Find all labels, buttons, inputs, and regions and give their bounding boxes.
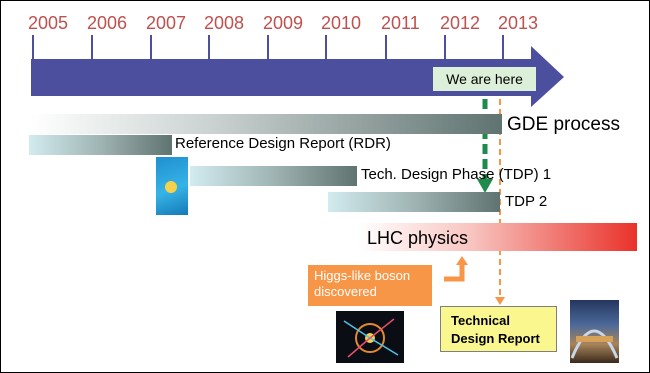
rdr-label: Reference Design Report (RDR) xyxy=(175,135,391,152)
rdr-bar xyxy=(29,135,172,155)
tick-2007 xyxy=(150,35,152,59)
accelerator-tunnel-image xyxy=(570,300,619,363)
tdp2-bar xyxy=(328,192,500,212)
event-track-2 xyxy=(369,337,399,356)
event-track-3 xyxy=(369,318,395,339)
tick-2009 xyxy=(267,35,269,59)
tdp1-bar xyxy=(190,166,357,186)
timeline-arrow-shape xyxy=(31,46,564,107)
year-2007: 2007 xyxy=(146,13,187,33)
year-2011: 2011 xyxy=(381,13,420,33)
tunnel-arc xyxy=(570,329,619,359)
year-2009: 2009 xyxy=(263,13,304,33)
event-track-1 xyxy=(343,320,371,339)
higgs-arrow xyxy=(444,263,465,282)
year-2012: 2012 xyxy=(440,13,481,33)
technical-design-report-box: Technical Design Report xyxy=(440,306,557,352)
gde-process-label: GDE process xyxy=(507,114,620,135)
we-are-here-callout: We are here xyxy=(433,67,536,91)
tick-2005 xyxy=(32,35,34,59)
tick-2008 xyxy=(208,35,210,59)
tdp2-label: TDP 2 xyxy=(505,193,548,210)
orange-arrow-head xyxy=(495,297,505,305)
rdr-cover-image xyxy=(156,157,188,215)
tick-2011 xyxy=(385,35,387,59)
event-display-graphic xyxy=(343,318,399,358)
event-track-4 xyxy=(347,337,371,358)
tick-2012 xyxy=(444,35,446,59)
tdp1-label: Tech. Design Phase (TDP) 1 xyxy=(361,166,552,183)
tick-2006 xyxy=(91,35,93,59)
tick-2010 xyxy=(325,35,327,59)
lhc-physics-label: LHC physics xyxy=(367,228,469,248)
year-2008: 2008 xyxy=(204,13,245,33)
higgs-arrow-head xyxy=(456,256,468,265)
green-arrow-head xyxy=(477,179,493,193)
tunnel-graphic xyxy=(570,329,619,359)
tunnel-beamline xyxy=(576,336,613,342)
event-ring xyxy=(355,323,385,353)
higgs-event-display-image xyxy=(336,311,404,363)
tick-2013 xyxy=(502,35,504,59)
year-2005: 2005 xyxy=(28,13,69,33)
gde-process-bar xyxy=(31,114,502,134)
year-2006: 2006 xyxy=(87,13,128,33)
rdr-cover-sun xyxy=(165,181,177,193)
year-2013: 2013 xyxy=(498,13,539,33)
higgs-discovered-box: Higgs-like boson discovered xyxy=(308,265,432,306)
year-2010: 2010 xyxy=(321,13,362,33)
lhc-physics-bar xyxy=(358,223,637,251)
